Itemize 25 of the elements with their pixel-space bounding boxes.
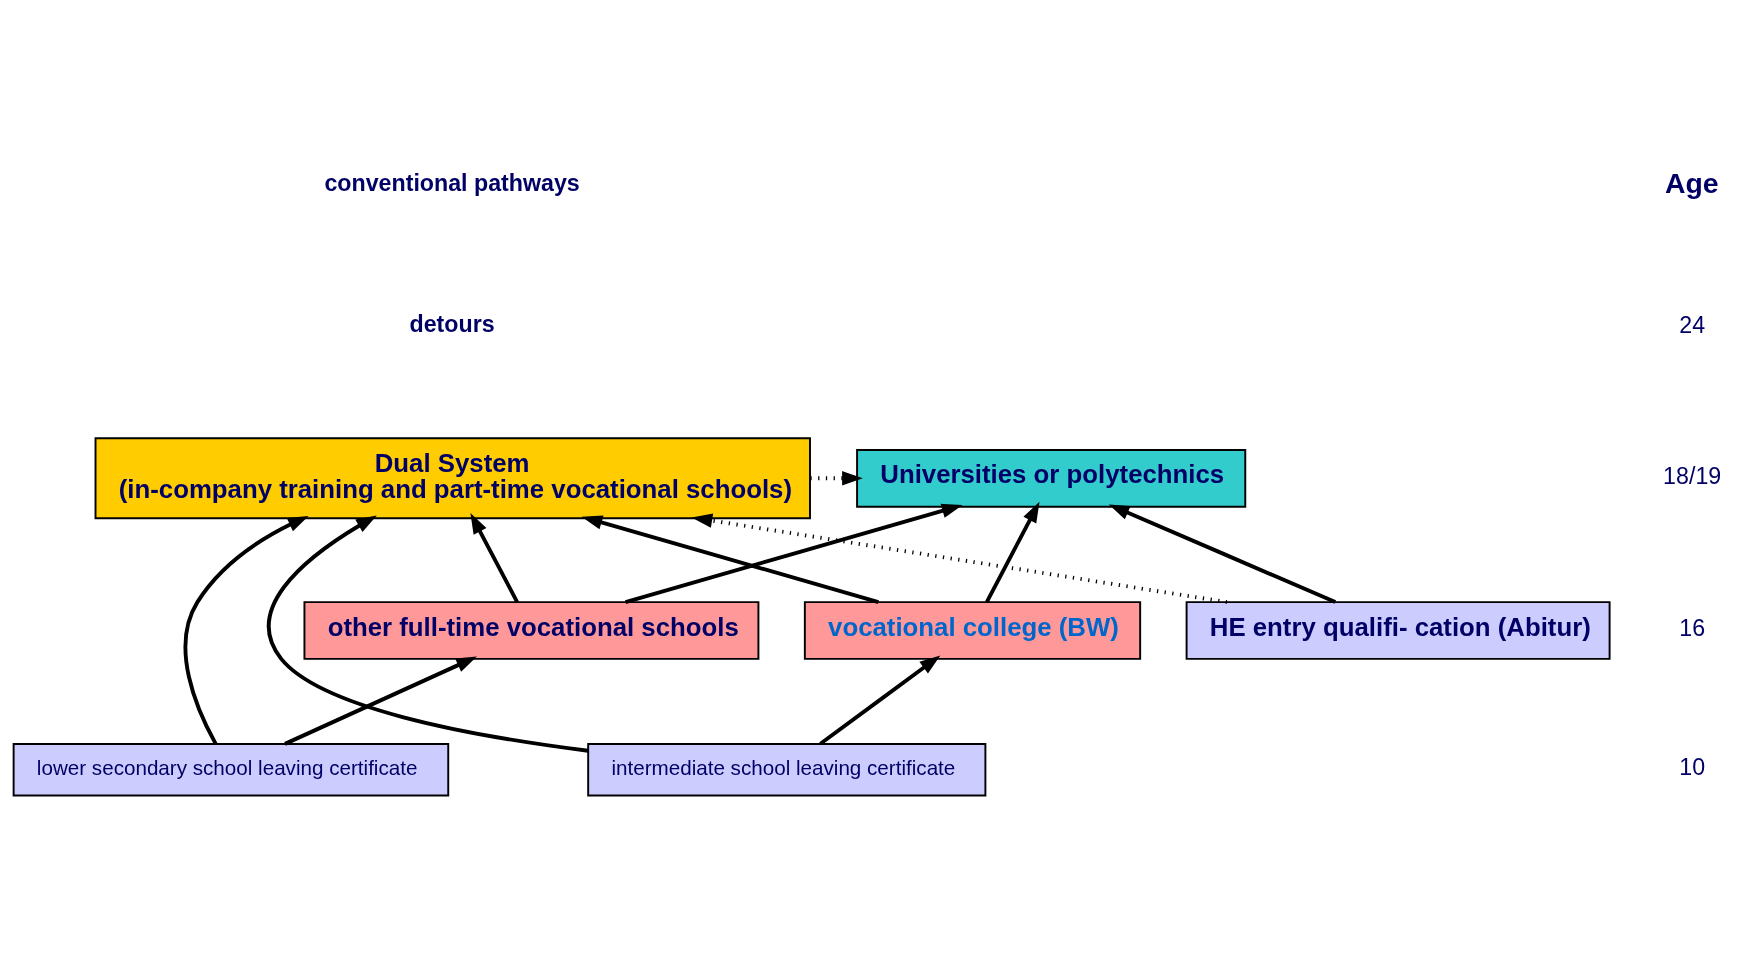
label: 24 xyxy=(1679,311,1706,338)
label: 16 xyxy=(1679,614,1706,641)
node-box: Dual System (in-company training and part-time vocational schools) xyxy=(94,436,811,519)
node-box: other full-time vocational schools xyxy=(303,600,760,660)
node-box: lower secondary school leaving certificate xyxy=(12,742,450,796)
arrow xyxy=(625,503,963,604)
node-box: Universities or polytechnics xyxy=(856,448,1247,508)
arrow xyxy=(581,514,879,604)
label: 10 xyxy=(1679,753,1706,780)
arrow xyxy=(267,514,589,753)
label: Age xyxy=(1665,166,1719,199)
node-box: intermediate school leaving certificate xyxy=(587,742,987,796)
arrow xyxy=(810,470,863,486)
node-box: HE entry qualifi- cation (Abitur) xyxy=(1185,600,1611,660)
arrow xyxy=(1108,503,1337,604)
legend-label: conventional pathways xyxy=(324,169,580,196)
arrow xyxy=(985,501,1040,603)
arrow xyxy=(691,512,1228,604)
label: 18/19 xyxy=(1663,462,1722,489)
arrow xyxy=(183,515,309,745)
arrow xyxy=(819,654,941,745)
node-box: vocational college (BW) xyxy=(803,600,1142,660)
arrow xyxy=(470,512,519,603)
arrow xyxy=(284,656,477,746)
legend-label: detours xyxy=(409,310,495,337)
